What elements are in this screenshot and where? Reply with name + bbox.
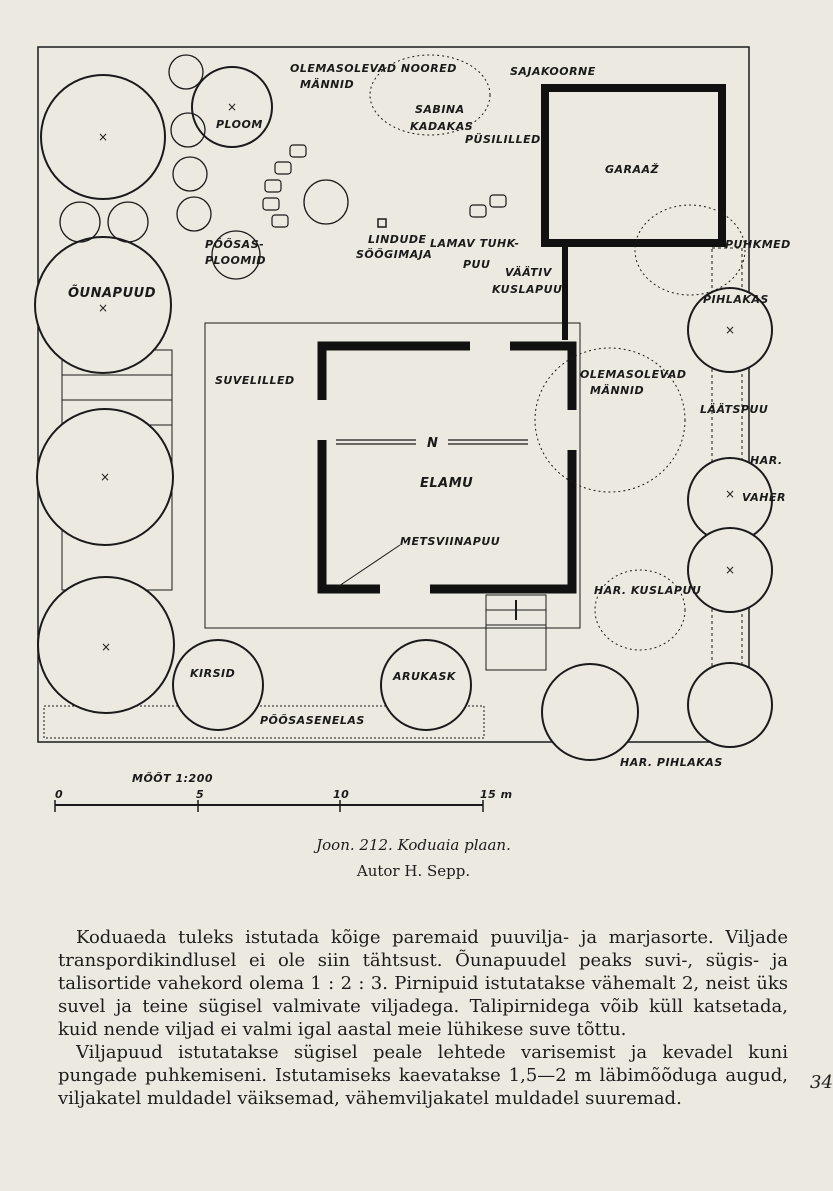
label-lamav: LAMAV TUHK- — [430, 237, 519, 250]
label-olemasolevad-noored: OLEMASOLEVAD NOORED — [290, 62, 457, 75]
svg-text:×: × — [98, 301, 108, 315]
label-vaativ: VÄÄTIV — [505, 265, 553, 279]
figure-author: Autor H. Sepp. — [356, 862, 471, 880]
label-olemasolevad: OLEMASOLEVAD — [580, 368, 687, 381]
page-number: 34 — [810, 1072, 833, 1093]
label-suvelilled: SUVELILLED — [215, 374, 295, 387]
paragraph: Viljapuud istutatakse sügisel peale leht… — [58, 1042, 788, 1109]
label-sajakoorne: SAJAKOORNE — [510, 65, 596, 78]
svg-text:×: × — [227, 100, 237, 114]
svg-text:×: × — [725, 487, 735, 501]
label-puhkmed: PUHKMED — [725, 238, 791, 251]
svg-text:×: × — [725, 323, 735, 337]
property-outline — [37, 46, 750, 743]
label-mannid: MÄNNID — [590, 383, 644, 397]
scale-tick: 10 — [333, 788, 349, 801]
label-har: HAR. — [750, 454, 783, 467]
label-kirsid: KIRSID — [190, 667, 235, 680]
label-kadakas: KADAKAS — [410, 120, 473, 133]
label-poosas: PÕÕSAS- — [205, 238, 264, 251]
hedge — [43, 705, 485, 739]
label-kuslapuu: KUSLAPUU — [492, 283, 562, 296]
label-puu: PUU — [463, 258, 490, 271]
svg-text:×: × — [101, 640, 111, 654]
label-vaher: VAHER — [742, 491, 786, 504]
scale-tick: 15 m — [480, 788, 513, 801]
body-text: Koduaeda tuleks istutada kõige paremaid … — [58, 926, 788, 1110]
garage — [541, 84, 726, 340]
paragraph: Koduaeda tuleks istutada kõige paremaid … — [58, 927, 788, 1040]
garden-plan: × × × × × × × × OLEMASOLEVAD NOORED MÄNN… — [34, 46, 791, 812]
label-elamu: ELAMU — [420, 476, 473, 491]
fruit-trees — [34, 66, 773, 761]
label-garaaz: GARAAŽ — [605, 162, 660, 176]
label-laatspuu: LÄÄTSPUU — [700, 402, 768, 416]
svg-text:×: × — [100, 470, 110, 484]
label-mannid-top: MÄNNID — [300, 77, 354, 91]
house — [317, 341, 577, 594]
label-ounapuud: ÕUNAPUUD — [68, 285, 156, 301]
label-metsviinapuu: METSVIINAPUU — [400, 535, 500, 548]
label-pihlakas: PIHLAKAS — [703, 293, 769, 306]
label-pusililled: PÜSILILLED — [465, 132, 541, 146]
label-sabina: SABINA — [415, 103, 465, 116]
label-poosasenelas: PÕÕSASENELAS — [260, 714, 365, 727]
label-arukask: ARUKASK — [392, 670, 457, 683]
label-lindude: LINDUDE — [368, 233, 427, 246]
svg-text:×: × — [98, 130, 108, 144]
label-ploomid: PLOOMID — [205, 254, 266, 267]
entrance-steps — [485, 594, 547, 671]
label-north: N — [427, 436, 438, 451]
garden-path — [204, 322, 581, 629]
label-soogimaja: SÖÖGIMAJA — [356, 247, 432, 261]
scale-tick: 0 — [55, 788, 63, 801]
label-har-kuslapuu: HAR. KUSLAPUU — [594, 584, 701, 597]
figure-caption: Joon. 212. Koduaia plaan. — [316, 836, 511, 854]
svg-text:×: × — [725, 563, 735, 577]
scale-bar: MÕÕT 1:200 0 5 10 15 m — [54, 772, 513, 812]
label-ploom: PLOOM — [216, 118, 263, 131]
label-har-pihlakas: HAR. PIHLAKAS — [620, 756, 723, 769]
scale-tick: 5 — [196, 788, 204, 801]
scale-title: MÕÕT 1:200 — [132, 772, 213, 785]
